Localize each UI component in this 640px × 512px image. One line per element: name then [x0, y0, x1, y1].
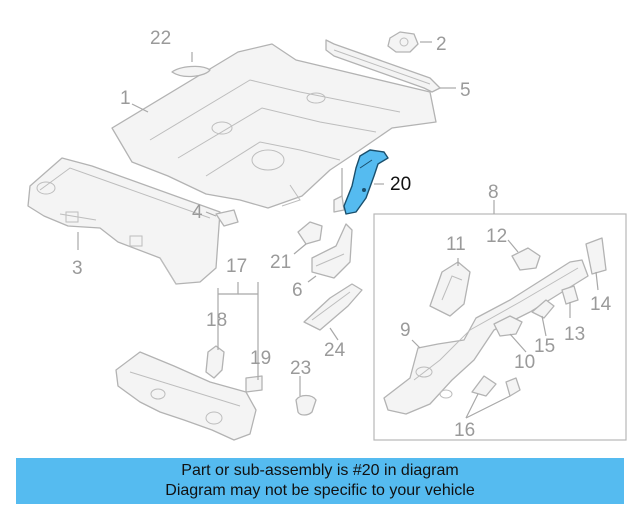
callout-24: 24	[324, 340, 346, 361]
callout-21: 21	[270, 252, 291, 273]
callout-18: 18	[206, 310, 227, 331]
part-18-bracket	[205, 345, 225, 379]
part-14-bracket	[585, 237, 607, 275]
callout-10: 10	[514, 352, 535, 373]
callouts: 22 1 2 5 3 4 20 21 6 24 17 18 19 23 8 11…	[72, 28, 612, 441]
part-8-group-box	[373, 213, 627, 441]
callout-16: 16	[454, 420, 475, 441]
part-5-cross-member	[325, 39, 441, 93]
parts-diagram: 22 1 2 5 3 4 20 21 6 24 17 18 19 23 8 11…	[27, 28, 627, 441]
part-17-assembly	[115, 351, 257, 441]
callout-4: 4	[192, 202, 203, 223]
part-9-side-frame	[383, 259, 589, 415]
callout-1: 1	[120, 88, 131, 109]
part-22-plug	[171, 65, 211, 78]
part-13-bracket	[561, 285, 579, 305]
leader-lines	[77, 41, 599, 419]
callout-8: 8	[488, 182, 499, 203]
part-1-floor-pan	[111, 43, 437, 209]
callout-6: 6	[292, 280, 303, 301]
part-7-bracket	[333, 195, 345, 213]
part-12-bracket	[511, 247, 541, 271]
part-3-rear-panel	[27, 157, 221, 285]
part-24-stiffener	[303, 283, 363, 331]
part-23-plug	[295, 394, 317, 416]
callout-17: 17	[226, 256, 247, 277]
callout-22: 22	[150, 28, 171, 49]
callout-3: 3	[72, 258, 83, 279]
callout-15: 15	[534, 336, 555, 357]
callout-11: 11	[446, 234, 466, 255]
banner-line-2: Diagram may not be specific to your vehi…	[165, 482, 475, 499]
part-16-bolt-b	[505, 377, 521, 397]
part-19-bracket	[245, 375, 263, 393]
banner-line-1: Part or sub-assembly is #20 in diagram	[181, 462, 459, 479]
part-10-bracket	[493, 315, 523, 337]
part-2-bracket	[387, 31, 419, 53]
part-20-highlighted	[343, 149, 389, 215]
callout-13: 13	[564, 324, 585, 345]
callout-19: 19	[250, 348, 271, 369]
callout-12: 12	[486, 226, 507, 247]
callout-2: 2	[436, 34, 447, 55]
part-6-gusset	[311, 223, 353, 279]
callout-9: 9	[400, 320, 411, 341]
callout-5: 5	[460, 80, 471, 101]
part-15-bracket	[531, 299, 555, 319]
callout-20: 20	[390, 174, 411, 195]
info-banner: Part or sub-assembly is #20 in diagram D…	[16, 458, 624, 504]
part-16-bracket-a	[471, 375, 497, 397]
part-21-bracket	[297, 221, 323, 245]
part-4-bracket	[215, 209, 239, 227]
part-11-housing	[429, 261, 471, 317]
callout-14: 14	[590, 294, 612, 315]
callout-23: 23	[290, 358, 311, 379]
